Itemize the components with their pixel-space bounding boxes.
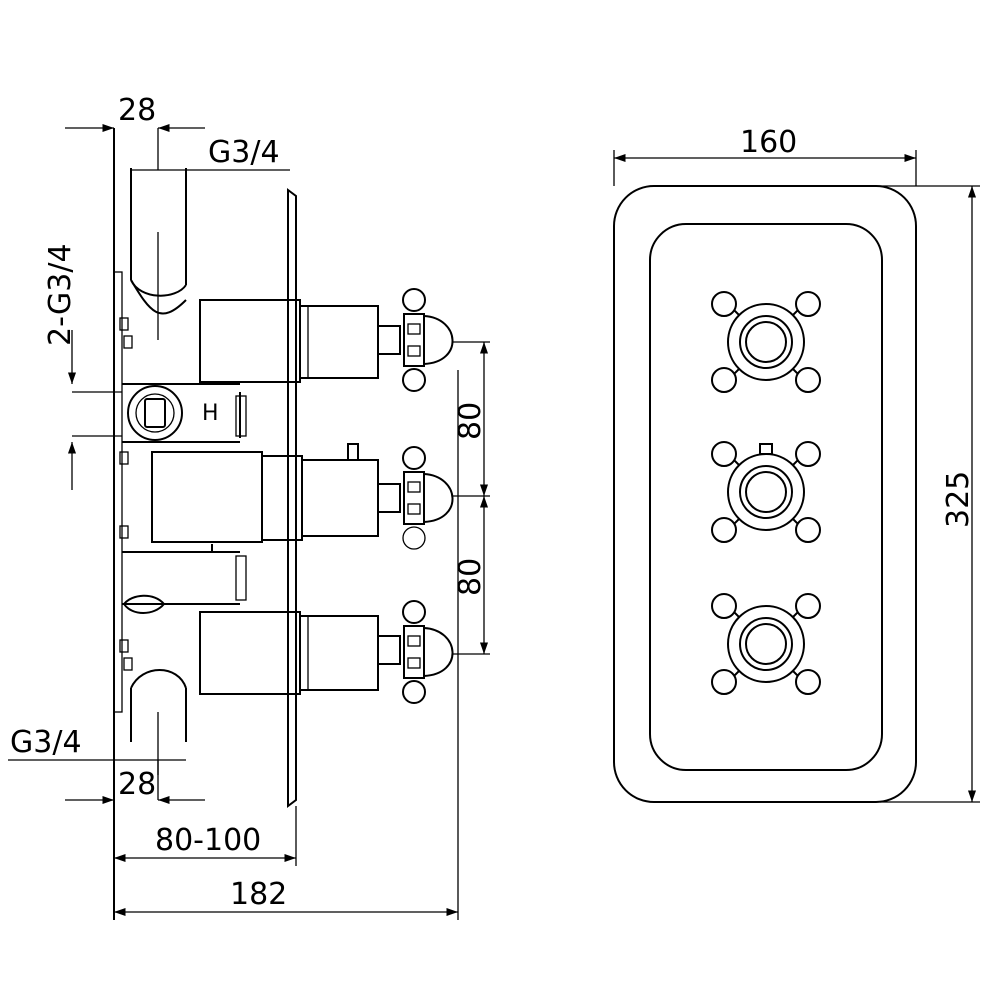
- handle-front-upper: [711, 291, 821, 393]
- top-outlet-pipe: [130, 168, 187, 340]
- handle-front-lower: [711, 593, 821, 695]
- handle-front-middle: [711, 441, 821, 543]
- fasteners: [119, 317, 133, 671]
- dim-label-bottom-pipe-width: 28: [118, 767, 156, 802]
- dim-label-wall-depth: 80-100: [155, 823, 261, 858]
- lower-valve-body: [199, 611, 401, 695]
- cover-plate-outer: [613, 185, 917, 803]
- dim-label-bottom-thread: G3/4: [10, 725, 82, 760]
- dim-label-plate-width: 160: [740, 125, 797, 160]
- dim-top-thread: G3/4: [131, 135, 290, 171]
- cover-plate-inner: [649, 223, 883, 771]
- dim-label-top-pipe-width: 28: [118, 93, 156, 128]
- valve-marking: H: [202, 401, 219, 426]
- handle-side-lower: [402, 600, 454, 704]
- dim-label-plate-height: 325: [941, 471, 976, 528]
- handle-side-upper: [402, 288, 454, 392]
- dim-label-spacing-upper: 80: [453, 402, 488, 440]
- side-view: H: [8, 93, 490, 920]
- dim-label-total-depth: 182: [230, 877, 287, 912]
- middle-valve-body: [151, 443, 401, 543]
- dim-plate-width: 160: [613, 125, 917, 186]
- dim-label-side-thread: 2-G3/4: [43, 243, 78, 346]
- manifold: [122, 383, 247, 614]
- dim-plate-height: 325: [880, 185, 980, 803]
- dim-spacing-upper: 80: [452, 341, 490, 497]
- front-view: 160 325: [613, 125, 980, 803]
- handle-side-middle: [402, 446, 454, 550]
- dim-label-top-thread: G3/4: [208, 135, 280, 170]
- dim-bottom-thread: G3/4: [8, 725, 186, 761]
- dim-bottom-pipe-width: 28: [65, 760, 205, 805]
- dim-total-depth: 182: [114, 370, 459, 920]
- dim-top-pipe-width: 28: [65, 93, 205, 170]
- dim-side-thread: 2-G3/4: [43, 243, 122, 490]
- dim-spacing-lower: 80: [452, 496, 490, 655]
- dim-wall-depth: 80-100: [114, 806, 297, 866]
- upper-valve-body: [199, 299, 401, 383]
- dim-label-spacing-lower: 80: [453, 558, 488, 596]
- diverter-knob: [127, 385, 183, 441]
- bottom-outlet-pipe: [130, 669, 187, 775]
